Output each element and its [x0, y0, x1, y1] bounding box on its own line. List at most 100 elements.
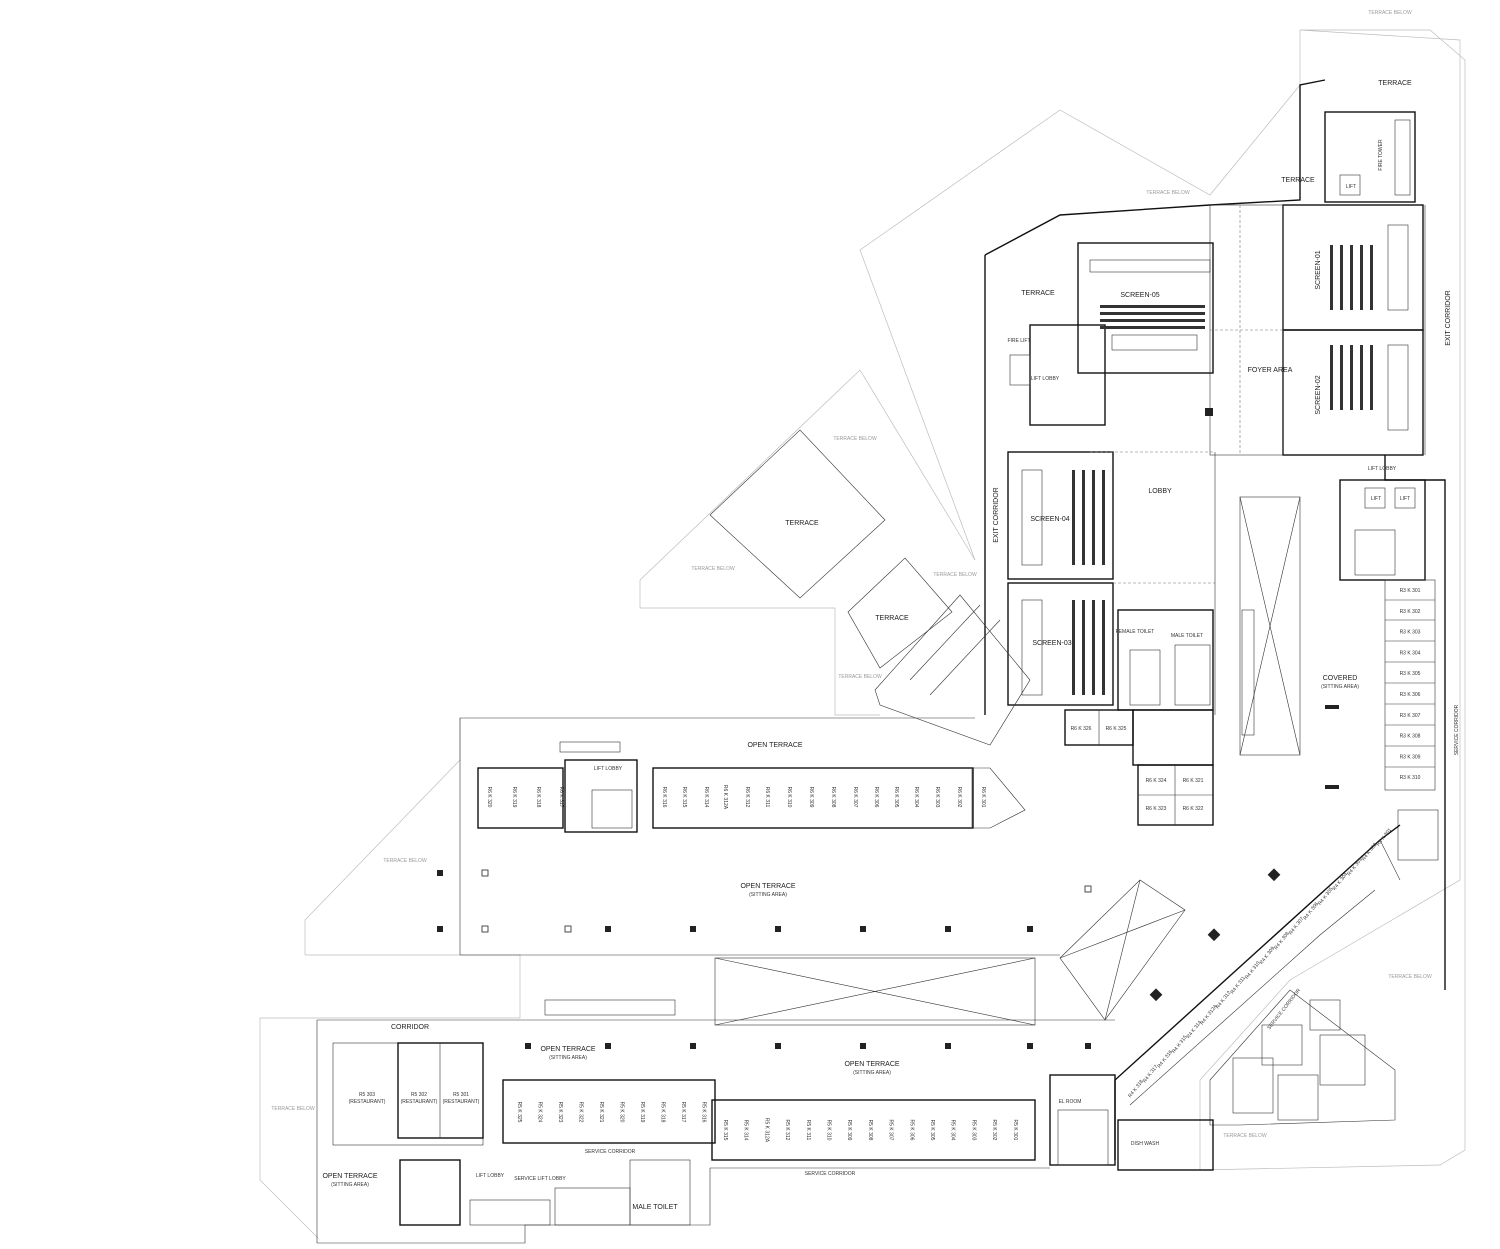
service-corridor-label-4: SERVICE CORRIDOR — [805, 1171, 856, 1177]
kiosk-label: R5 K 314 — [743, 1120, 749, 1141]
kiosk-label: R6 K 315 — [681, 787, 687, 808]
exit-corridor-label-1: EXIT CORRIDOR — [993, 487, 1000, 543]
kiosk-label: R5 K 319 — [639, 1102, 645, 1123]
kiosk-label: R5 K 302 — [991, 1120, 997, 1141]
terrace-below-label-1: TERRACE BELOW — [1368, 10, 1412, 16]
kiosk-label: R5 K 304 — [950, 1120, 956, 1141]
kiosk-label: R6 K 305 — [893, 787, 899, 808]
terrace-label-2: TERRACE — [1281, 177, 1315, 184]
service-corridor-label-1: SERVICE CORRIDOR — [1454, 704, 1460, 755]
restaurant-r5-302-type: (RESTAURANT) — [401, 1099, 438, 1105]
kiosk-label: R3 K 308 — [1400, 734, 1421, 740]
screen-04-label: SCREEN-04 — [1030, 516, 1069, 523]
lift-label-top: LIFT — [1346, 184, 1356, 190]
female-toilet-label: FEMALE TOILET — [1116, 629, 1155, 635]
kiosk-label: R6 K 301 — [980, 787, 986, 808]
kiosk-label: R4 K 315 — [1171, 1034, 1189, 1054]
kiosk-label: R6 K 304 — [913, 787, 919, 808]
kiosk-label: R6 K 320 — [486, 787, 492, 808]
kiosk-label: R4 K 318 — [1127, 1079, 1145, 1099]
restaurant-r5-301-type: (RESTAURANT) — [443, 1099, 480, 1105]
lift-label-r2: LIFT — [1400, 496, 1410, 502]
terrace-below-label-8: TERRACE BELOW — [271, 1106, 315, 1112]
screen-03-label: SCREEN-03 — [1032, 640, 1071, 647]
r6-kiosk-labels: R6 K 320 R6 K 319 R6 K 318 R6 K 317 R6 K 316… — [486, 785, 986, 810]
restaurant-r5-303-name: R5 303 — [359, 1092, 375, 1098]
terrace-below-label-10: TERRACE BELOW — [1223, 1133, 1267, 1139]
toilet-block — [1064, 609, 1214, 826]
kiosk-label: R6 K 310 — [786, 787, 792, 808]
kiosk-label: R5 K 301 — [1012, 1120, 1018, 1141]
kiosk-label: R4 K 307 — [1288, 916, 1306, 936]
open-terrace-label-3: OPEN TERRACE — [540, 1046, 595, 1053]
kiosk-label: R6 K 312 — [744, 787, 750, 808]
kiosk-label: R3 K 307 — [1400, 713, 1421, 719]
kiosk-label: R4 K 310 — [1244, 960, 1262, 980]
male-toilet-bottom-label: MALE TOILET — [632, 1204, 678, 1211]
screen-05-seats — [1089, 259, 1211, 351]
kiosk-label: R6 K 314 — [703, 787, 709, 808]
service-corridor-label-2: SERVICE CORRIDOR — [1266, 987, 1302, 1031]
kiosk-label: R5 K 320 — [619, 1102, 625, 1123]
service-lift-lobby-label: SERVICE LIFT LOBBY — [514, 1176, 566, 1182]
covered-sitting-label: (SITTING AREA) — [1321, 684, 1359, 690]
kiosk-label: R3 K 304 — [1400, 650, 1421, 656]
kiosk-label: R5 K 318 — [660, 1102, 666, 1123]
kiosk-label: R6 K 319 — [511, 787, 517, 808]
kiosk-label: R6 K 316 — [661, 787, 667, 808]
kiosk-label: R5 K 325 — [516, 1102, 522, 1123]
kiosk-label: R5 K 321 — [598, 1102, 604, 1123]
right-service-column — [1339, 455, 1446, 990]
kiosk-label: R6 K 312A — [722, 785, 728, 810]
exit-corridor-label-2: EXIT CORRIDOR — [1445, 290, 1452, 346]
terrace-below-label-4: TERRACE BELOW — [691, 566, 735, 572]
kiosk-label: R6 K 306 — [873, 787, 879, 808]
structural-columns — [437, 408, 1339, 1049]
kiosk-label: R5 K 311 — [805, 1120, 811, 1141]
sitting-area-label-3: (SITTING AREA) — [549, 1055, 587, 1061]
fire-lift-label: FIRE LIFT — [1007, 338, 1030, 344]
kiosk-label: R6 K 308 — [830, 787, 836, 808]
r6-kiosk-band — [459, 717, 1060, 956]
lift-lobby-label-3: LIFT LOBBY — [594, 766, 623, 772]
kiosk-label: R5 K 312 — [784, 1120, 790, 1141]
kiosk-label: R3 K 309 — [1400, 754, 1421, 760]
kiosk-label: R5 K 308 — [867, 1120, 873, 1141]
terrace-below-label-2: TERRACE BELOW — [1146, 190, 1190, 196]
kiosk-label: R5 K 307 — [888, 1120, 894, 1141]
terrace-below-label-6: TERRACE BELOW — [838, 674, 882, 680]
open-terrace-label-1: OPEN TERRACE — [747, 742, 802, 749]
screen-01-label: SCREEN-01 — [1315, 250, 1322, 289]
kiosk-label: R6 K 307 — [852, 787, 858, 808]
room-labels: TERRACE TERRACE BELOW TERRACE TERRACE BE… — [271, 10, 1460, 1211]
kiosk-label: R5 K 316 — [701, 1102, 707, 1123]
kiosk-label: R3 K 310 — [1400, 775, 1421, 781]
male-toilet-label: MALE TOILET — [1171, 633, 1203, 639]
terrace-label-4: TERRACE — [785, 520, 819, 527]
kiosk-label: R6 K 317 — [558, 787, 564, 808]
lift-label-r1: LIFT — [1371, 496, 1381, 502]
kiosk-label: R6 K 318 — [535, 787, 541, 808]
kiosk-label: R5 K 306 — [908, 1120, 914, 1141]
kiosk-label: R5 K 303 — [970, 1120, 976, 1141]
el-room-label: EL ROOM — [1059, 1099, 1082, 1105]
kiosk-label: R5 K 305 — [929, 1120, 935, 1141]
lift-lobby-label-2: LIFT LOBBY — [1368, 466, 1397, 472]
kiosk-label: R5 K 317 — [680, 1102, 686, 1123]
kiosk-label: R5 K 309 — [846, 1120, 852, 1141]
restaurant-r5-303-type: (RESTAURANT) — [349, 1099, 386, 1105]
sitting-area-label-5: (SITTING AREA) — [331, 1182, 369, 1188]
kiosk-label: R5 K 324 — [537, 1102, 543, 1123]
kiosk-label: R3 K 306 — [1400, 692, 1421, 698]
terrace-below-label-3: TERRACE BELOW — [833, 436, 877, 442]
kiosk-label: R4 K 301 — [1375, 827, 1393, 847]
open-terrace-label-2: OPEN TERRACE — [740, 883, 795, 890]
kiosk-label: R6 K 303 — [934, 787, 940, 808]
bottom-block — [316, 1019, 1214, 1244]
kiosk-label: R6 K 302 — [956, 787, 962, 808]
kiosk-label: R6 K 311 — [764, 787, 770, 808]
